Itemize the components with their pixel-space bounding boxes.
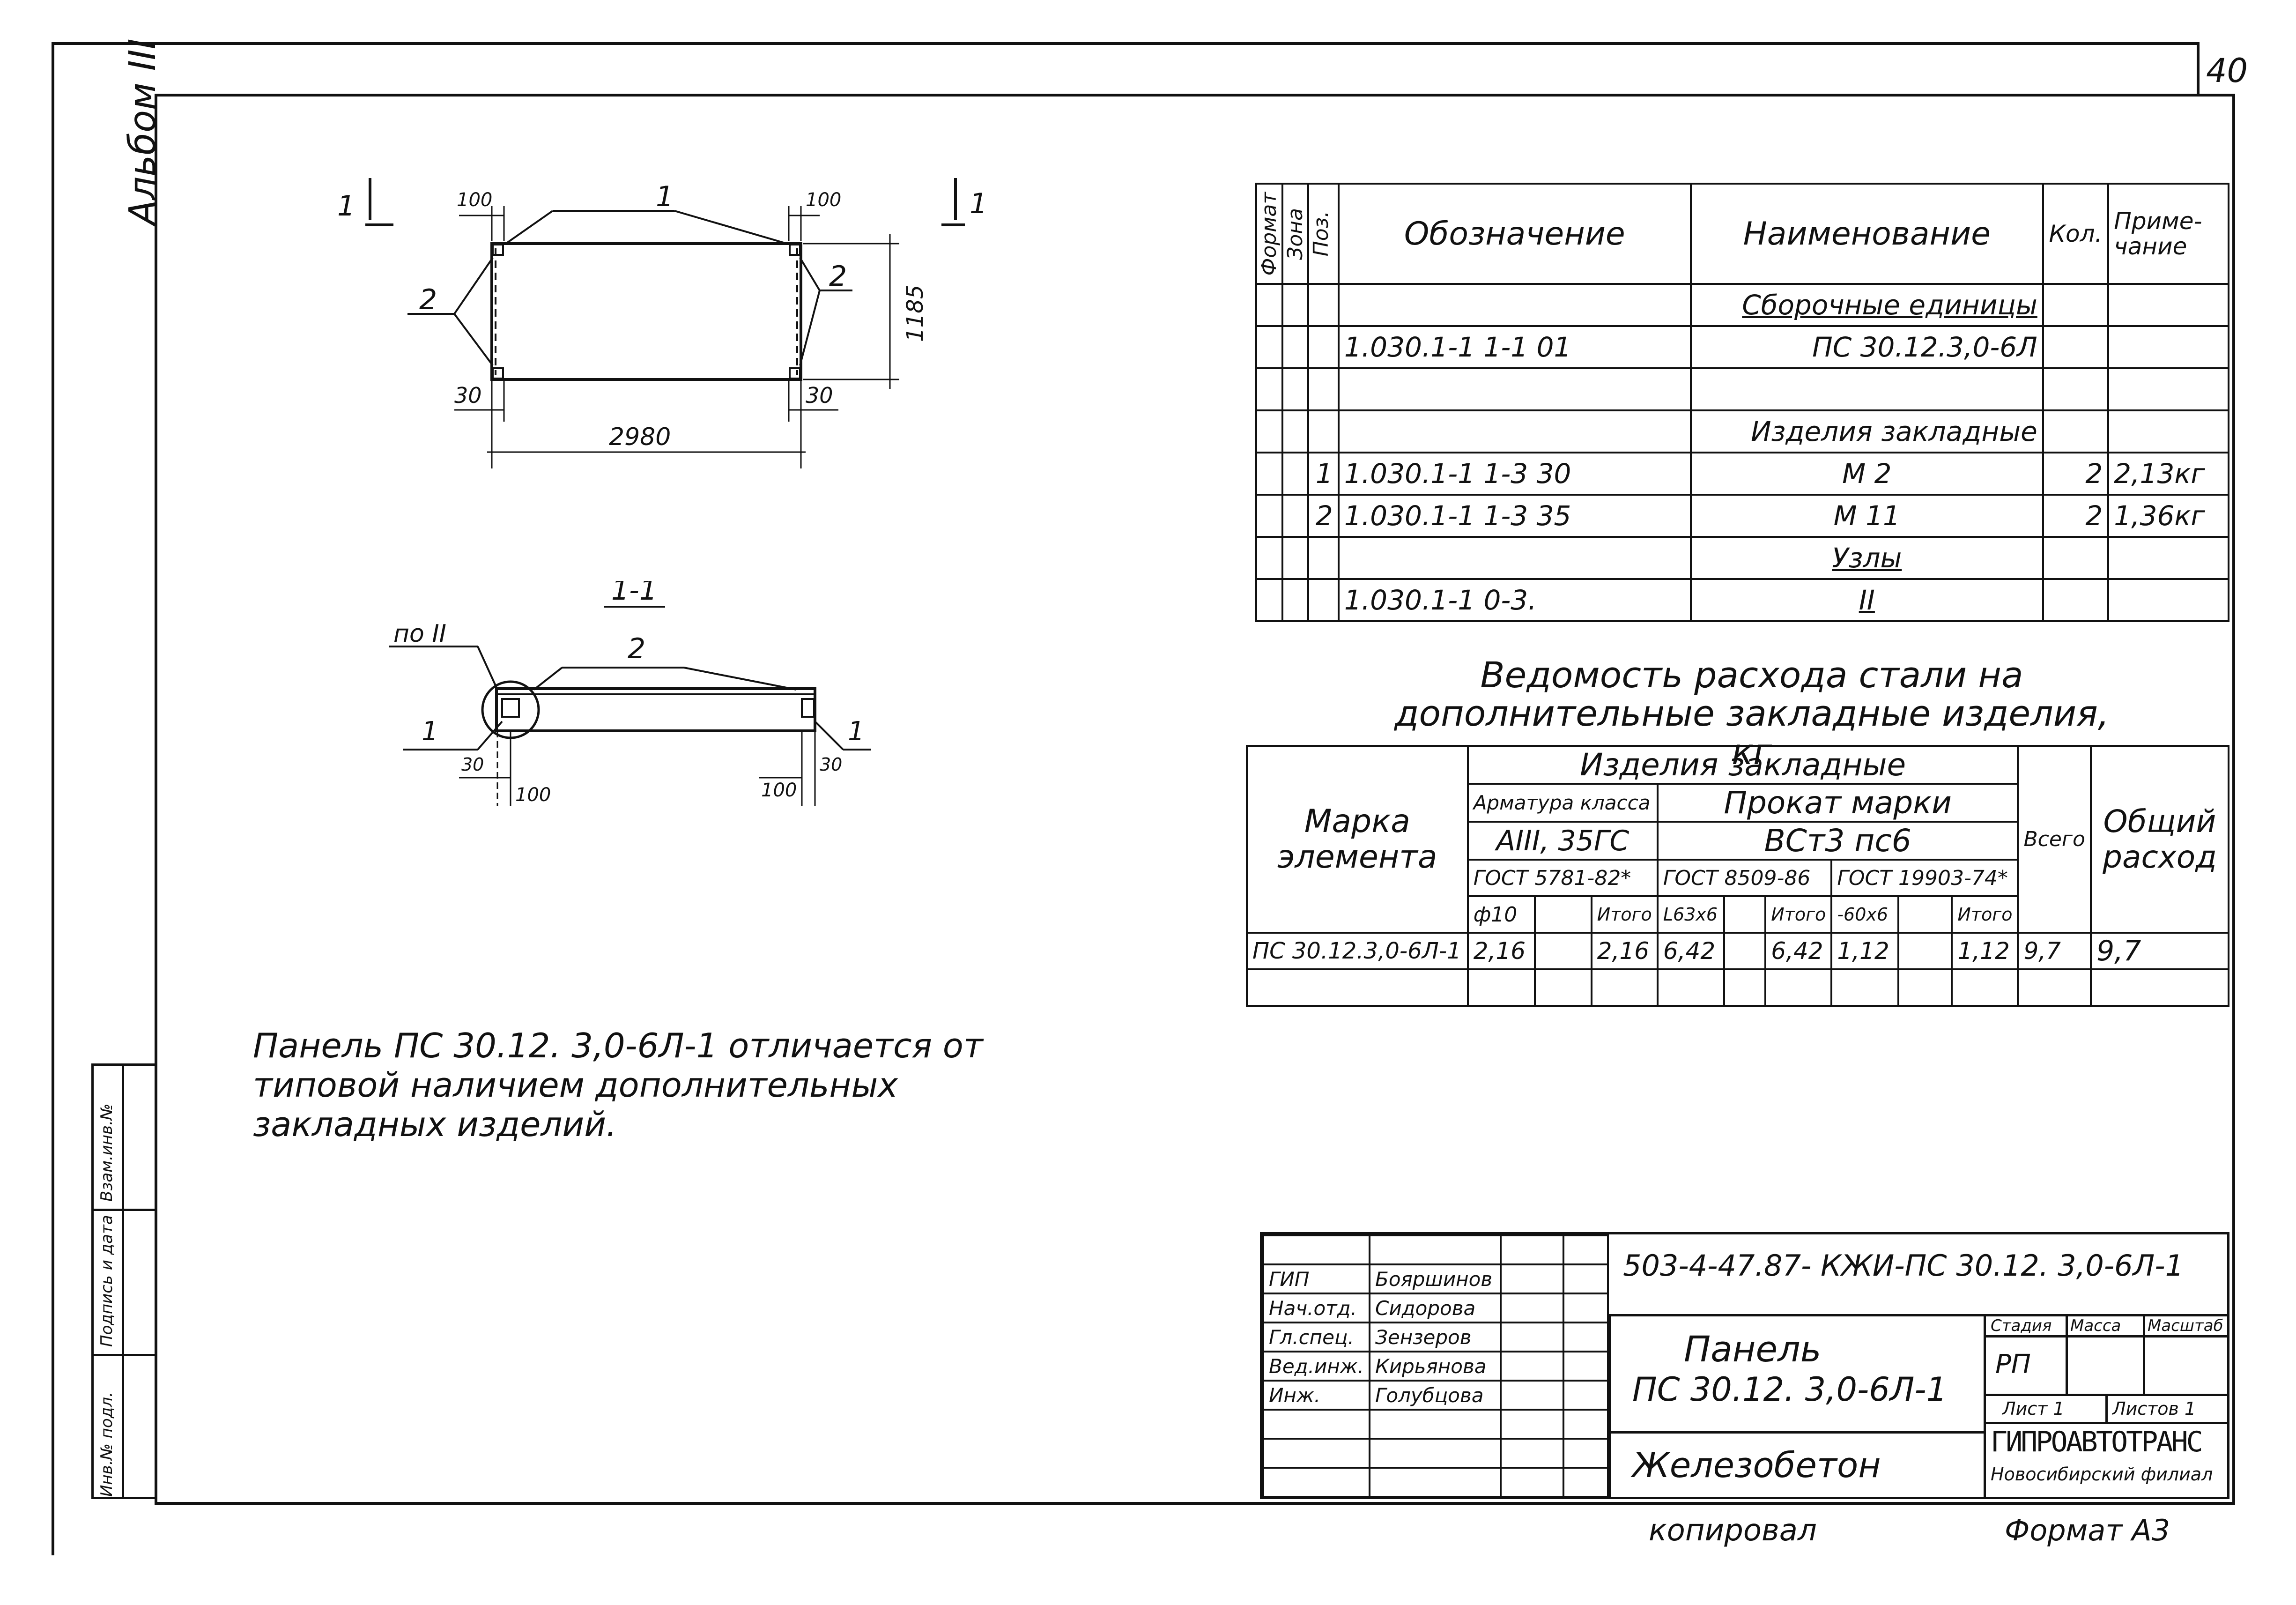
hdr-mark: Марка элемента xyxy=(1246,745,1469,934)
drawing-code: 503-4-47.87- КЖИ-ПС 30.12. 3,0-6Л-1 xyxy=(1623,1248,2184,1283)
sheet-number-divider xyxy=(2197,42,2200,94)
hdr-rebar: Арматура класса xyxy=(1466,783,1659,823)
spec-row: Узлы xyxy=(1255,536,2229,580)
sub-header: ф10 xyxy=(1466,895,1536,934)
steel-title-line-1: Ведомость расхода стали на xyxy=(1480,654,2023,696)
drawing-frame xyxy=(155,94,2235,1505)
callout-2-left: 2 xyxy=(419,283,437,316)
sheet-top-edge xyxy=(52,42,2197,45)
material: Железобетон xyxy=(1632,1445,1881,1486)
hdr-overall: Общий расход xyxy=(2089,745,2230,934)
hdr-qty: Кол. xyxy=(2042,183,2110,285)
hdr-total: Всего xyxy=(2017,745,2092,934)
spec-row: Сборочные единицы xyxy=(1255,283,2229,327)
section-mark-right: 1 xyxy=(970,187,987,220)
sheets-label: Листов 1 xyxy=(2112,1398,2196,1419)
specification-table: Формат Зона Поз. Обозначение Наименовани… xyxy=(1255,183,2229,622)
dim-30-left: 30 xyxy=(461,754,484,775)
org-name: ГИПРОАВТОТРАНС xyxy=(1991,1426,2203,1458)
sheet-number: 40 xyxy=(2206,52,2248,90)
spec-row: 1.030.1-1 0-3.II xyxy=(1255,578,2229,622)
gost-2: ГОСТ 8509-86 xyxy=(1656,859,1833,897)
dim-bottom-left: 30 xyxy=(454,383,482,408)
note-line-3: закладных изделий. xyxy=(253,1105,617,1144)
dim-top-right: 100 xyxy=(806,189,841,211)
panel-outline xyxy=(490,242,802,381)
sheet-left-edge xyxy=(52,42,54,1555)
sub-header: L63х6 xyxy=(1656,895,1726,934)
section-callout-1-left: 1 xyxy=(422,716,438,747)
hdr-embedded: Изделия закладные xyxy=(1466,745,2019,785)
steel-title: Ведомость расхода стали на дополнительны… xyxy=(1377,656,2126,771)
footer-format: Формат А3 xyxy=(2005,1513,2170,1547)
dim-100-left: 100 xyxy=(515,784,551,806)
steel-title-line-2: дополнительные закладные изделия, кг xyxy=(1394,692,2110,773)
dim-100-right: 100 xyxy=(761,780,797,801)
node-ref: по II xyxy=(393,620,446,648)
album-label: Альбом III xyxy=(122,38,164,225)
stage-label: Стадия xyxy=(1991,1316,2052,1335)
org-branch: Новосибирский филиал xyxy=(1991,1464,2213,1485)
strip-signature-date: Подпись и дата xyxy=(97,1215,116,1347)
gost-3: ГОСТ 19903-74* xyxy=(1830,859,2019,897)
approval-strip: Инв.№ подл. Подпись и дата Взам.инв.№ xyxy=(91,1063,155,1499)
plan-view: 1 1 1 2 2 100 100 1185 30 30 2980 xyxy=(337,178,987,468)
section-callout-1-right: 1 xyxy=(848,716,865,747)
rebar-class: АIII, 35ГС xyxy=(1466,821,1659,861)
footer-copied: копировал xyxy=(1649,1513,1817,1548)
section-title: 1-1 xyxy=(611,581,657,607)
gost-1: ГОСТ 5781-82* xyxy=(1466,859,1659,897)
scale-label: Масштаб xyxy=(2148,1316,2223,1335)
dim-height: 1185 xyxy=(902,285,928,342)
rolled-grade: ВСт3 пс6 xyxy=(1656,821,2019,861)
spec-row xyxy=(1255,367,2229,411)
section-mark-left: 1 xyxy=(337,190,355,223)
hdr-designation: Обозначение xyxy=(1337,183,1692,285)
mass-label: Масса xyxy=(2070,1316,2121,1335)
dim-bottom-right: 30 xyxy=(806,383,833,408)
title-line-2: ПС 30.12. 3,0-6Л-1 xyxy=(1632,1370,1948,1409)
hdr-pos: Поз. xyxy=(1309,211,1333,257)
sub-header: Итого xyxy=(1590,895,1659,934)
callout-2-right: 2 xyxy=(829,260,847,293)
note-line-2: типовой наличием дополнительных xyxy=(253,1065,898,1105)
hdr-rolled: Прокат марки xyxy=(1656,783,2019,823)
note-line-1: Панель ПС 30.12. 3,0-6Л-1 отличается от xyxy=(253,1026,983,1065)
callout-1: 1 xyxy=(656,180,674,213)
strip-inv-original: Инв.№ подл. xyxy=(97,1392,116,1497)
title-line-1: Панель xyxy=(1684,1328,1822,1370)
section-view: 1-1 2 по II 1 1 30 30 100 100 xyxy=(389,581,871,806)
sheet-label: Лист 1 xyxy=(2002,1398,2065,1419)
spec-row: Изделия закладные xyxy=(1255,409,2229,453)
panel-note: Панель ПС 30.12. 3,0-6Л-1 отличается от … xyxy=(253,1026,983,1144)
steel-table: Марка элемента Изделия закладные Всего О… xyxy=(1246,745,2230,1007)
sub-header: Итого xyxy=(1951,895,2019,934)
hdr-name: Наименование xyxy=(1689,183,2044,285)
hdr-format: Формат xyxy=(1257,192,1281,276)
section-callout-2: 2 xyxy=(628,632,645,665)
dim-length: 2980 xyxy=(609,423,671,451)
strip-replaced-inv: Взам.инв.№ xyxy=(97,1103,116,1202)
sub-header: Итого xyxy=(1764,895,1833,934)
dim-top-left: 100 xyxy=(457,189,492,211)
table-row: ПС 30.12.3,0-6Л-1 2,16 2,16 6,42 6,42 1,… xyxy=(1246,932,2230,970)
hdr-note: Приме-чание xyxy=(2107,183,2229,285)
dim-30-right: 30 xyxy=(820,754,842,775)
hdr-zone: Зона xyxy=(1283,208,1307,260)
sub-header: -60х6 xyxy=(1830,895,1900,934)
stage-value: РП xyxy=(1995,1349,2031,1380)
